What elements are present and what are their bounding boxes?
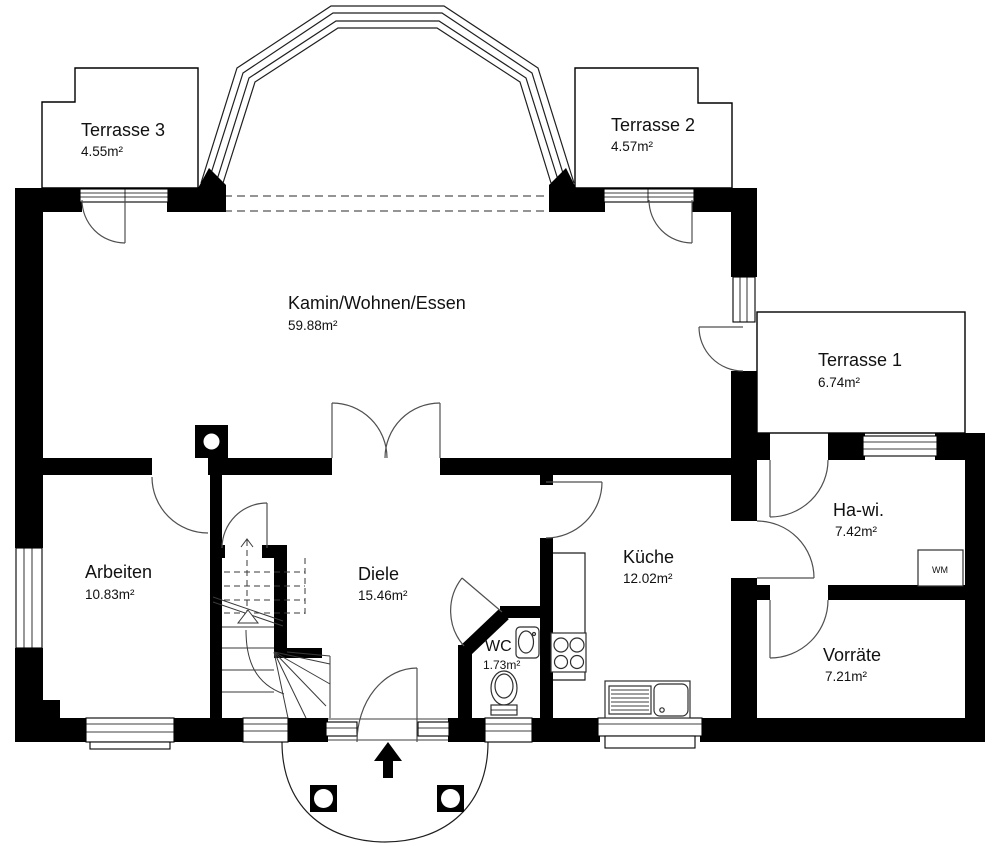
- porch-column: [310, 785, 337, 812]
- chimney: [195, 425, 228, 458]
- room-area-vorraete: 7.21m²: [825, 669, 868, 684]
- window-hawi-top: [862, 435, 938, 457]
- porch-arc: [281, 741, 489, 843]
- door-kitchen-hawi: [756, 520, 815, 579]
- door-hawi: [769, 459, 829, 518]
- room-area-arbeiten: 10.83m²: [85, 587, 135, 602]
- window-terrace-3: [79, 188, 169, 203]
- washing-machine-label: WM: [932, 565, 948, 575]
- door-entrance: [356, 667, 418, 743]
- entrance-sidelight: [325, 721, 358, 737]
- kitchen-counter: [553, 552, 586, 681]
- room-label-kueche: Küche: [623, 547, 674, 567]
- room-label-kamin: Kamin/Wohnen/Essen: [288, 293, 466, 313]
- room-area-terrasse3: 4.55m²: [81, 144, 124, 159]
- room-label-vorraete: Vorräte: [823, 645, 881, 665]
- room-label-terrasse2: Terrasse 2: [611, 115, 695, 135]
- bay-window: [200, 5, 575, 184]
- door-kitchen: [545, 481, 603, 539]
- window-wc-bottom: [484, 717, 533, 743]
- entrance-threshold: [328, 718, 448, 741]
- wc-sink-icon: [515, 626, 540, 659]
- room-label-wc: WC: [485, 638, 512, 655]
- window-stairs-bottom: [242, 717, 289, 743]
- room-labels: Kamin/Wohnen/Essen 59.88m² Terrasse 3 4.…: [81, 115, 902, 684]
- window-kitchen-bottom: [597, 717, 703, 749]
- room-label-hawi: Ha-wi.: [833, 500, 884, 520]
- door-arbeiten: [151, 476, 209, 534]
- window-arbeiten-bottom: [85, 717, 175, 750]
- room-area-kamin: 59.88m²: [288, 318, 338, 333]
- room-area-wc: 1.73m²: [483, 658, 520, 672]
- door-vorraete: [769, 599, 829, 659]
- room-area-diele: 15.46m²: [358, 588, 408, 603]
- entrance-sidelight: [417, 721, 450, 737]
- door-terrace-1: [698, 326, 744, 372]
- kitchen-sink-icon: [604, 680, 691, 719]
- door-wc: [450, 577, 503, 647]
- toilet-icon: [490, 670, 518, 716]
- room-area-kueche: 12.02m²: [623, 571, 673, 586]
- interior-walls: [40, 458, 965, 742]
- door-stairs: [221, 502, 268, 549]
- entrance-arrow: [374, 742, 402, 778]
- porch-column: [437, 785, 464, 812]
- staircase: [212, 538, 331, 719]
- washing-machine: WM: [917, 549, 964, 587]
- room-area-terrasse1: 6.74m²: [818, 375, 861, 390]
- window-arbeiten-left: [15, 547, 43, 649]
- terrace-1-outline: [756, 311, 966, 434]
- stove-icon: [550, 632, 587, 673]
- room-area-hawi: 7.42m²: [835, 524, 878, 539]
- window-living-right: [732, 276, 756, 323]
- room-label-arbeiten: Arbeiten: [85, 562, 152, 582]
- room-label-terrasse1: Terrasse 1: [818, 350, 902, 370]
- room-label-diele: Diele: [358, 564, 399, 584]
- door-terrace-3: [81, 199, 126, 244]
- door-terrace-2: [648, 199, 693, 244]
- room-area-terrasse2: 4.57m²: [611, 139, 654, 154]
- room-label-terrasse3: Terrasse 3: [81, 120, 165, 140]
- double-door-living-diele: [331, 402, 441, 459]
